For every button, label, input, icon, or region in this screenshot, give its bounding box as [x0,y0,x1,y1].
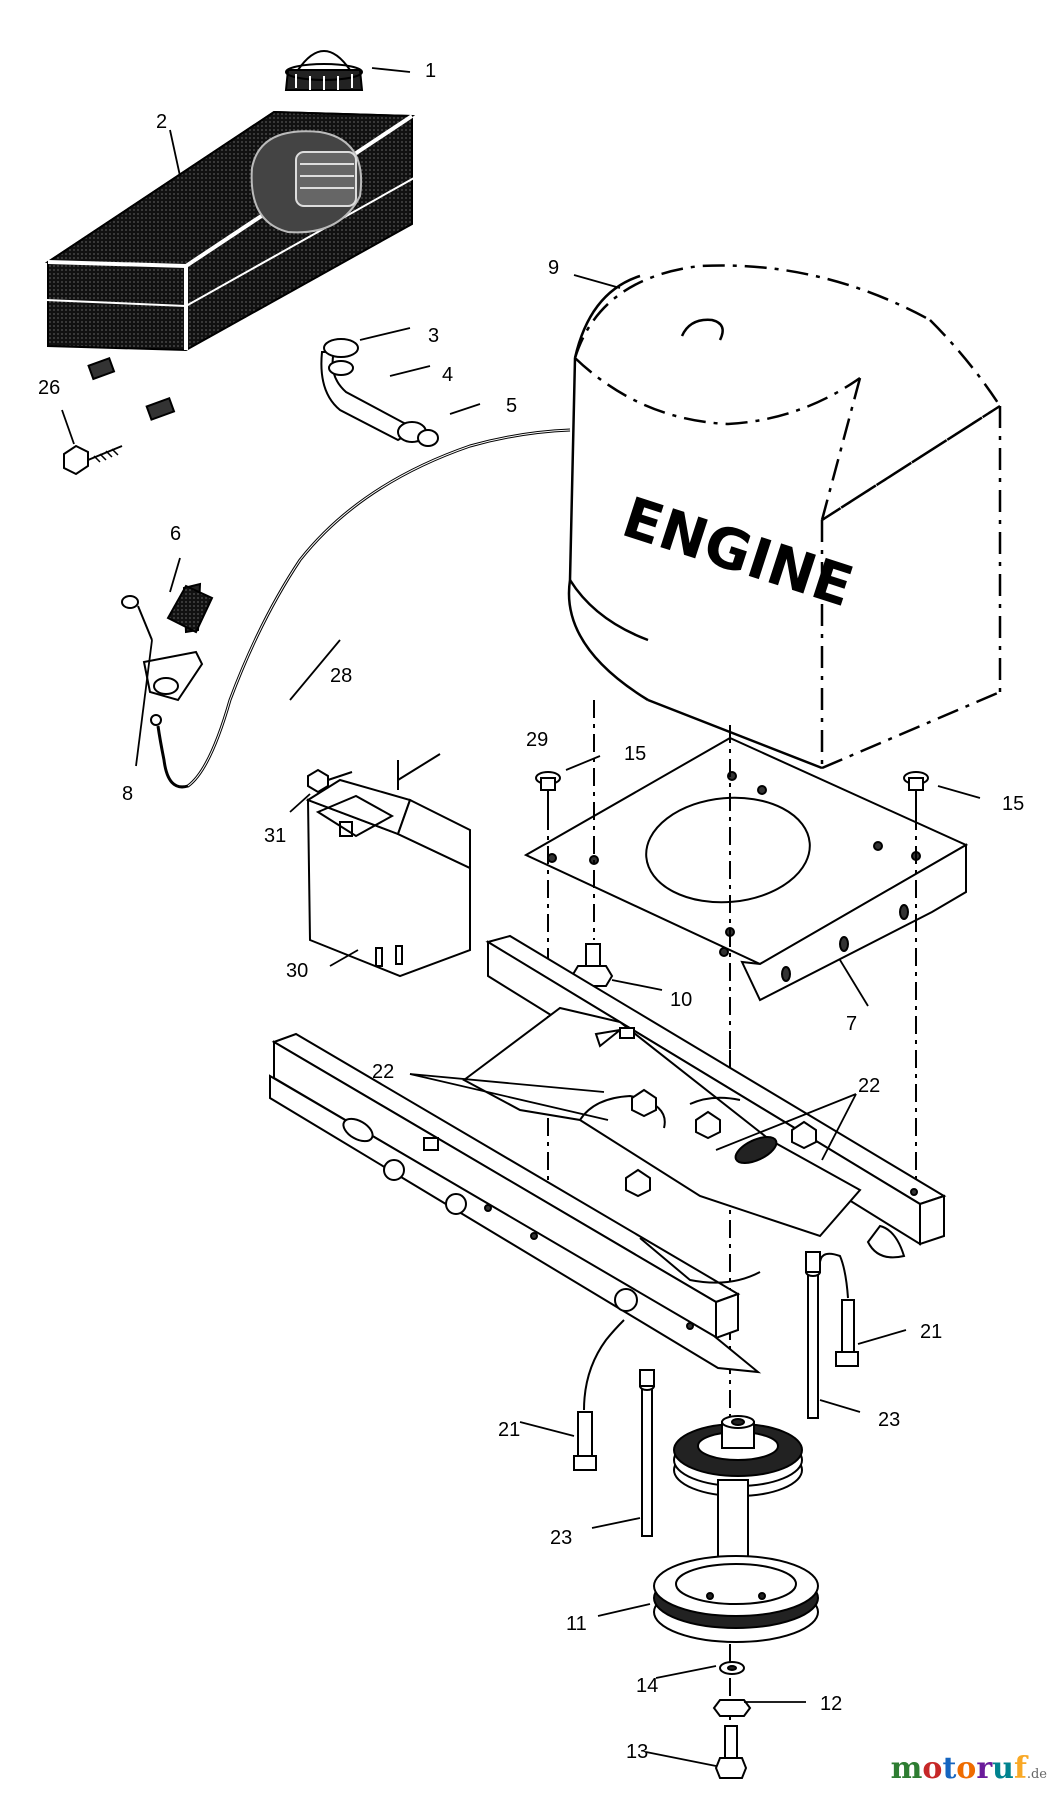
bolt-15-right [903,771,929,812]
bolt-13 [714,1725,748,1779]
screw-31 [307,768,353,794]
lower-pulley [653,1555,819,1643]
callout-31: 31 [264,825,286,847]
callout-9: 9 [548,257,559,279]
bolt-21-right [818,1252,859,1367]
nuts-22 [625,1088,817,1198]
frame-rail-left [269,1032,762,1374]
frame-crossmember [462,1006,862,1284]
bolt-15-left [535,771,561,812]
callout-3: 3 [428,325,439,347]
bolt-21-left [573,1319,625,1471]
rod-23-right [805,1251,821,1419]
watermark-letter: u [992,1751,1014,1786]
callout-11: 11 [566,1613,587,1635]
watermark-letter: o [956,1751,977,1786]
watermark-letter: f [1013,1751,1027,1786]
callout-22-left: 22 [372,1061,394,1083]
callout-21-left: 21 [498,1419,520,1441]
callout-8: 8 [122,783,133,805]
watermark-letter: o [922,1751,943,1786]
throttle-cable [156,428,571,789]
callout-14: 14 [636,1675,658,1697]
callout-23-right: 23 [878,1409,900,1431]
callout-29: 29 [526,729,548,751]
engine-outline [567,264,1002,770]
callout-26: 26 [38,377,60,399]
callout-1: 1 [425,60,436,82]
callout-10: 10 [670,989,692,1011]
screw-26 [63,444,123,476]
callout-7: 7 [846,1013,857,1035]
upper-pulley [673,1415,803,1497]
callout-15-left: 15 [624,743,646,765]
callout-numbers: 1 2 3 4 5 26 6 8 28 31 30 9 29 15 15 10 … [38,60,1024,1763]
leader-lines [61,67,981,1767]
callout-21-right: 21 [920,1321,942,1343]
callout-2: 2 [156,111,167,133]
rod-23-left [639,1369,655,1537]
callout-6: 6 [170,523,181,545]
callout-23-left: 23 [550,1527,572,1549]
fuel-line-hose [320,338,439,447]
callout-4: 4 [442,364,453,386]
fuel-tank [44,110,416,421]
washer-14 [719,1661,745,1675]
engine-mount-plate [523,736,969,1002]
watermark-suffix: .de [1026,1767,1047,1782]
callout-28: 28 [330,665,352,687]
watermark-letter: r [976,1751,993,1786]
watermark-letter: m [890,1751,923,1786]
callout-12: 12 [820,1693,842,1715]
shield-bracket [305,753,471,978]
nut-12 [712,1699,752,1717]
callout-5: 5 [506,395,517,417]
watermark-logo: motoruf.de [891,1751,1047,1786]
watermark-letter: t [942,1751,957,1786]
fuel-cap [284,50,364,91]
throttle-control [121,582,214,726]
callout-15-right: 15 [1002,793,1024,815]
callout-22-right: 22 [858,1075,880,1097]
callout-30: 30 [286,960,308,982]
callout-13: 13 [626,1741,648,1763]
